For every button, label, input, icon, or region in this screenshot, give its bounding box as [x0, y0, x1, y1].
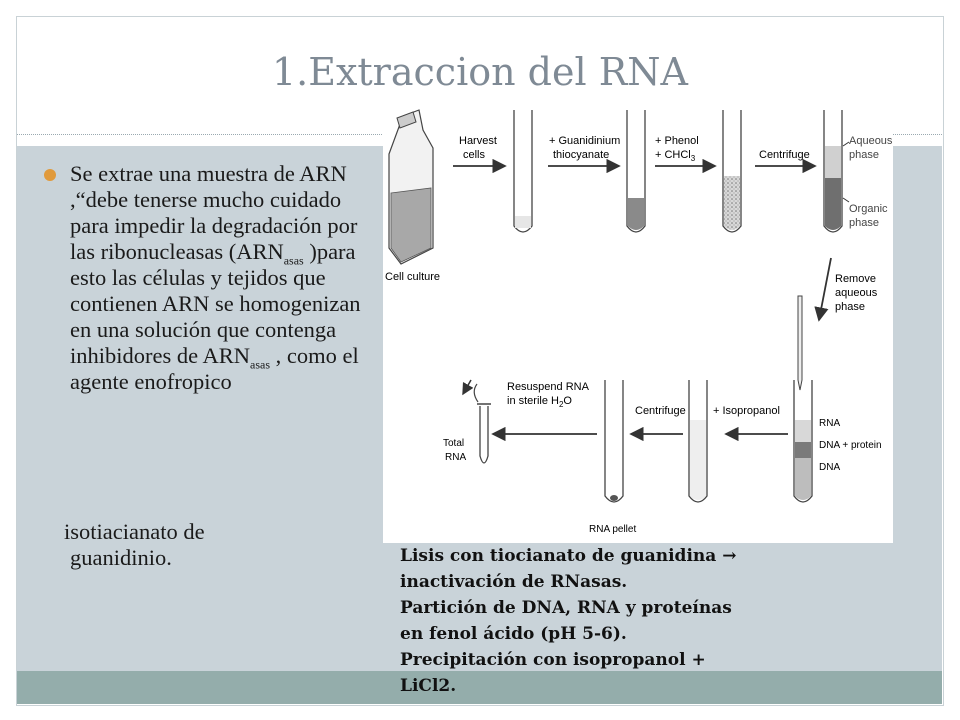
- caption-line-4: en fenol ácido (pH 5-6).: [400, 624, 627, 644]
- label-organic: Organic: [849, 203, 888, 215]
- tube-7: [604, 380, 624, 503]
- label-aqueous-2: aqueous: [835, 287, 878, 299]
- tube-3: [722, 110, 742, 233]
- label-total-rna: RNA: [445, 452, 466, 463]
- caption-line-2: inactivación de RNasas.: [400, 572, 628, 592]
- label-cells: cells: [463, 149, 486, 161]
- label-resuspend-sub: 2: [559, 400, 564, 409]
- caption-line-5: Precipitación con isopropanol +: [400, 650, 706, 670]
- bullet-paragraph: Se extrae una muestra de ARN ,“debe tene…: [70, 161, 370, 395]
- microtube: [473, 383, 491, 464]
- caption-line-3: Partición de DNA, RNA y proteínas: [400, 598, 732, 618]
- label-phenol: + Phenol: [655, 135, 699, 147]
- label-total: Total: [443, 438, 464, 449]
- bullet-icon: [44, 169, 56, 181]
- bullet-text-part1: Se extrae una muestra de ARN ,“debe tene…: [70, 161, 358, 264]
- label-resuspend-2: in sterile H2O: [507, 395, 572, 409]
- bullet-text-part3: , como el agente enofropico: [70, 343, 359, 394]
- bullet-subscript-1: asas: [283, 253, 304, 268]
- tube-6: [688, 380, 708, 503]
- label-centrifuge-top: Centrifuge: [759, 149, 810, 161]
- slide-title: 1.Extraccion del RNA: [271, 50, 688, 94]
- caption-line-6: LiCl2.: [400, 676, 457, 696]
- label-phase-1: phase: [849, 149, 879, 161]
- tube-1: [513, 110, 533, 233]
- tube-2: [626, 110, 646, 233]
- label-aqueous: Aqueous: [849, 135, 893, 147]
- label-remove: Remove: [835, 273, 876, 285]
- arrow-8: [462, 379, 474, 396]
- pipette: [797, 295, 803, 391]
- arrow-remove: [814, 257, 832, 322]
- diagram-svg: Harvest cells + Guanidinium thiocyanate …: [385, 109, 893, 535]
- label-guanidinium: + Guanidinium: [549, 135, 620, 147]
- label-thiocyanate: thiocyanate: [553, 149, 609, 161]
- label-rna-pellet: RNA pellet: [589, 524, 636, 535]
- label-resuspend-2-main: in sterile H: [507, 395, 559, 407]
- label-cell-culture: Cell culture: [385, 271, 440, 283]
- label-resuspend-o: O: [563, 395, 572, 407]
- label-chcl: + CHCl3: [655, 149, 696, 163]
- label-phase-3: phase: [835, 301, 865, 313]
- tube-5: [793, 380, 813, 503]
- label-chcl-main: + CHCl: [655, 149, 691, 161]
- footer-band: [17, 671, 942, 704]
- bullet-subscript-2: asas: [250, 357, 270, 372]
- tube-4: [823, 110, 850, 233]
- label-harvest: Harvest: [459, 135, 497, 147]
- label-rna: RNA: [819, 418, 840, 429]
- label-resuspend-1: Resuspend RNA: [507, 381, 590, 393]
- label-isopropanol: + Isopropanol: [713, 405, 780, 417]
- caption-line-1: Lisis con tiocianato de guanidina →: [400, 546, 737, 566]
- figure-caption: Lisis con tiocianato de guanidina → inac…: [400, 543, 850, 699]
- label-centrifuge-bottom: Centrifuge: [635, 405, 686, 417]
- continuation-text: isotiacianato de guanidinio.: [64, 519, 364, 571]
- continuation-line-2: guanidinio.: [70, 545, 172, 570]
- bullet-text-part2: )para esto las células y tejidos que con…: [70, 239, 361, 368]
- label-chcl-sub: 3: [691, 154, 696, 163]
- rna-extraction-diagram: Harvest cells + Guanidinium thiocyanate …: [383, 98, 893, 543]
- cell-culture-flask: [388, 109, 434, 265]
- label-dna-protein: DNA + protein: [819, 440, 882, 451]
- continuation-line-1: isotiacianato de: [64, 519, 205, 544]
- label-phase-2: phase: [849, 217, 879, 229]
- label-dna: DNA: [819, 462, 840, 473]
